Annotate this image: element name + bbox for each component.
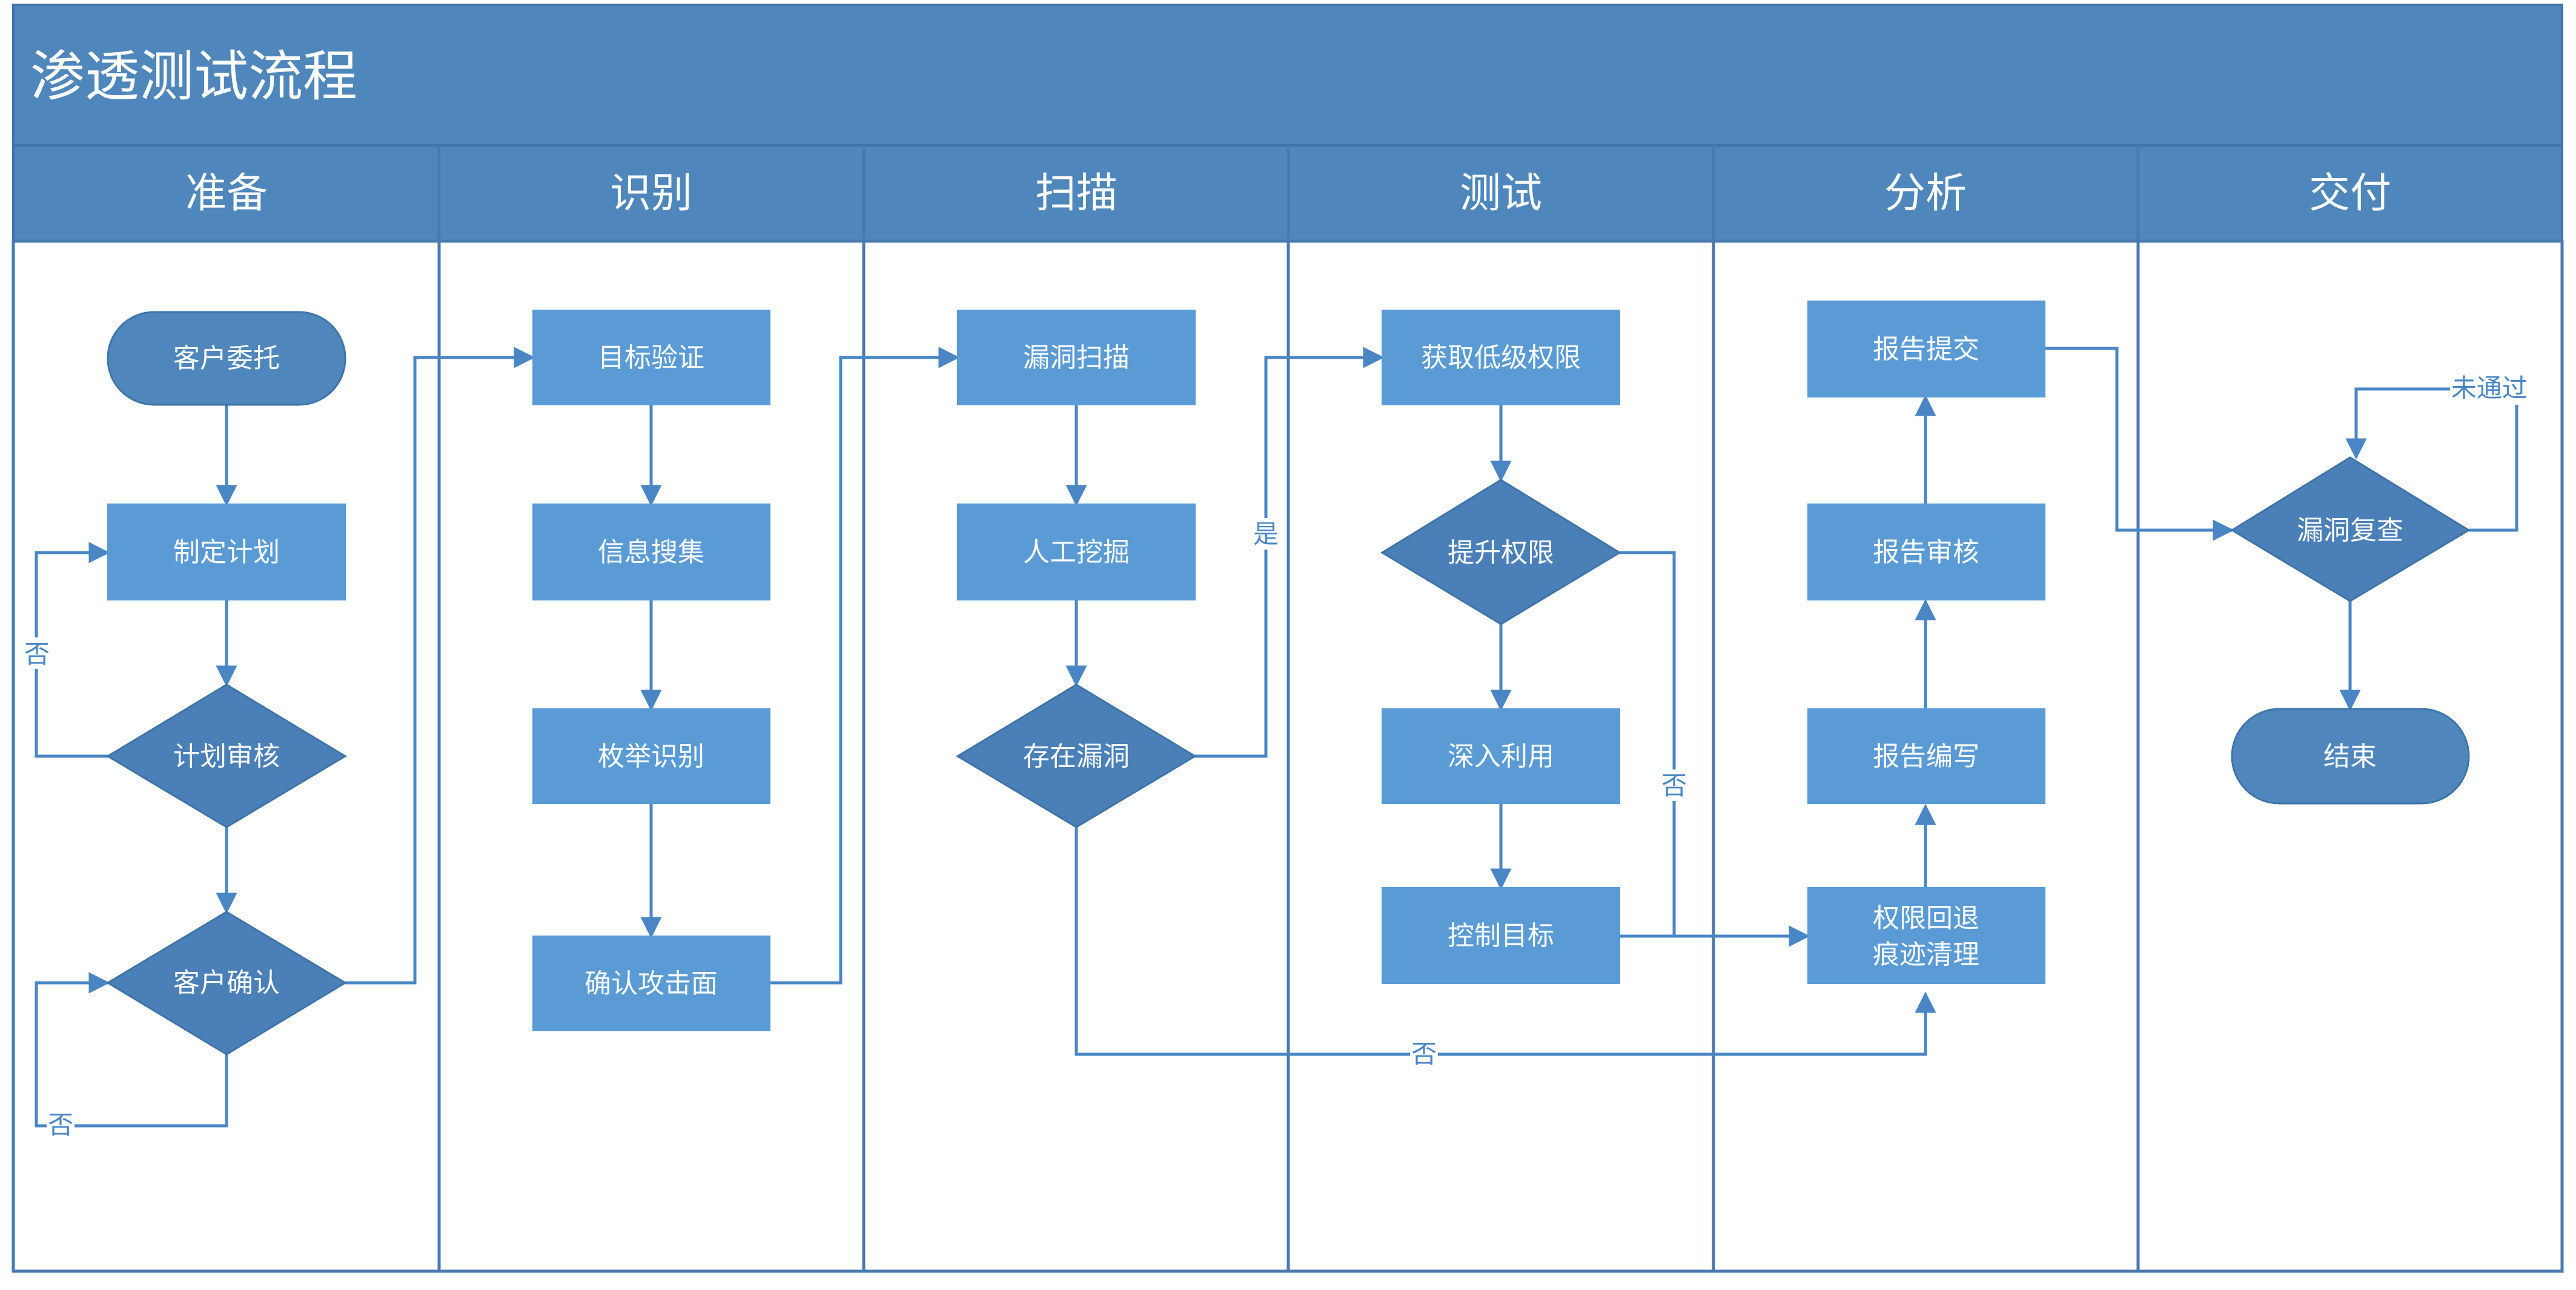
edge-confirm-target bbox=[345, 347, 535, 985]
lane-title-analyze: 分析 bbox=[1884, 170, 1967, 218]
node-report-review bbox=[1807, 504, 2045, 600]
node-plan-review bbox=[106, 683, 347, 828]
edge-label-escalate-no: 否 bbox=[1661, 771, 1687, 800]
lane-title-deliver: 交付 bbox=[2309, 170, 2391, 218]
node-report-review-label: 报告审核 bbox=[1873, 537, 1979, 568]
node-manual-mining bbox=[957, 504, 1196, 600]
lane-title-prepare: 准备 bbox=[185, 170, 268, 218]
node-report-write-label: 报告编写 bbox=[1873, 741, 1979, 772]
node-deep-exploit-label: 深入利用 bbox=[1448, 741, 1554, 772]
node-make-plan bbox=[107, 504, 346, 600]
node-deep-exploit bbox=[1382, 708, 1620, 804]
node-end-label: 结束 bbox=[2323, 741, 2377, 772]
node-target-verify-label: 目标验证 bbox=[598, 342, 704, 373]
node-end bbox=[2231, 708, 2470, 805]
title-bar bbox=[12, 4, 2563, 147]
edge-label-vuln-exists-yes: 是 bbox=[1253, 519, 1279, 549]
node-enum-identify bbox=[532, 708, 770, 804]
node-control-target bbox=[1382, 887, 1620, 984]
node-get-low-priv bbox=[1382, 310, 1620, 405]
node-vuln-exists-label: 存在漏洞 bbox=[1023, 741, 1130, 772]
node-plan-review-label: 计划审核 bbox=[173, 741, 280, 772]
node-priv-rollback-label-2: 痕迹清理 bbox=[1873, 939, 1979, 970]
node-client-confirm-label: 客户确认 bbox=[173, 968, 280, 999]
edge-confirm-no bbox=[35, 972, 228, 1128]
node-target-verify bbox=[532, 310, 770, 405]
node-enum-identify-label: 枚举识别 bbox=[598, 741, 704, 772]
node-report-submit-label: 报告提交 bbox=[1873, 334, 1979, 365]
edge-exists-no bbox=[1074, 827, 1936, 1056]
node-info-gather bbox=[532, 504, 770, 600]
node-client-entrust-label: 客户委托 bbox=[173, 343, 280, 374]
node-client-entrust bbox=[107, 311, 346, 406]
lane-title-scan: 扫描 bbox=[1035, 170, 1117, 218]
node-report-submit bbox=[1807, 301, 2045, 397]
node-control-target-label: 控制目标 bbox=[1448, 920, 1554, 951]
node-priv-rollback-label-1: 权限回退 bbox=[1873, 903, 1979, 934]
lane-title-test: 测试 bbox=[1460, 170, 1542, 218]
node-vuln-scan bbox=[957, 310, 1196, 405]
node-escalate-priv-label: 提升权限 bbox=[1448, 537, 1554, 568]
edge-surface-scan bbox=[770, 347, 960, 985]
lane-dividers bbox=[437, 145, 2140, 1271]
node-get-low-priv-label: 获取低级权限 bbox=[1421, 342, 1581, 373]
node-vuln-scan-label: 漏洞扫描 bbox=[1023, 342, 1130, 373]
edge-submit-recheck bbox=[2044, 347, 2234, 541]
edge-exists-yes bbox=[1195, 347, 1385, 758]
edge-label-vuln-exists-no: 否 bbox=[1411, 1039, 1437, 1069]
page-title: 渗透测试流程 bbox=[30, 45, 357, 108]
lane-title-identify: 识别 bbox=[610, 170, 692, 218]
node-priv-rollback bbox=[1807, 887, 2045, 984]
edge-label-recheck-fail: 未通过 bbox=[2451, 373, 2528, 403]
node-manual-mining-label: 人工挖掘 bbox=[1023, 537, 1130, 568]
node-info-gather-label: 信息搜集 bbox=[598, 537, 704, 568]
node-report-write bbox=[1807, 708, 2045, 804]
node-vuln-recheck bbox=[2230, 456, 2471, 602]
node-make-plan-label: 制定计划 bbox=[173, 537, 280, 568]
edge-label-plan-review-no: 否 bbox=[24, 639, 50, 669]
node-confirm-surface bbox=[532, 936, 770, 1031]
node-escalate-priv bbox=[1380, 479, 1621, 625]
node-client-confirm bbox=[106, 911, 347, 1056]
edges bbox=[35, 347, 2518, 1128]
node-vuln-recheck-label: 漏洞复查 bbox=[2297, 515, 2403, 546]
node-vuln-exists bbox=[956, 683, 1197, 828]
edge-label-client-confirm-no: 否 bbox=[48, 1110, 73, 1140]
edge-escalate-no bbox=[1620, 551, 1676, 936]
node-confirm-surface-label: 确认攻击面 bbox=[584, 968, 718, 999]
